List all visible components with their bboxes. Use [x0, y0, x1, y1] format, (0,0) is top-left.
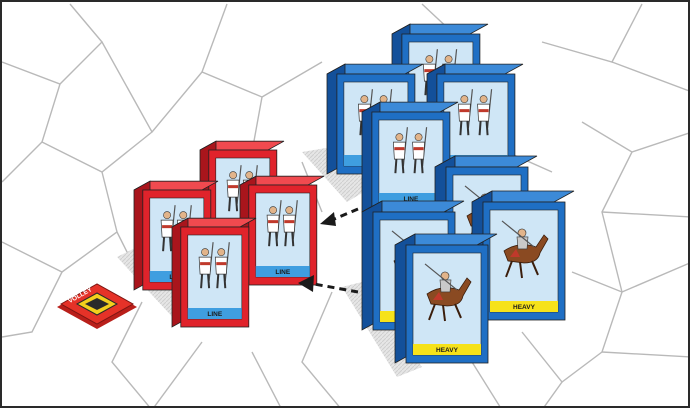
unit-label: LINE: [403, 196, 418, 203]
unit-sticker: [443, 81, 509, 167]
unit-label: LINE: [275, 269, 290, 276]
unit-red-3[interactable]: LINE: [239, 175, 325, 286]
cavalry-icon: [424, 263, 472, 322]
attack-arrow-lower: [298, 275, 359, 294]
unit-blue-cavalry-4[interactable]: HEAVY: [394, 233, 498, 364]
unit-blue-cavalry-3[interactable]: HEAVY: [471, 190, 575, 321]
unit-blue-infantry-4[interactable]: LINE: [361, 101, 459, 213]
unit-label: HEAVY: [436, 347, 459, 354]
infantry-icon: [198, 242, 230, 289]
unit-label-band: [413, 344, 481, 355]
unit-red-4[interactable]: LINE: [171, 217, 257, 328]
unit-label-band: [255, 266, 310, 277]
unit-sticker: [187, 234, 243, 320]
unit-label-band: [378, 193, 443, 204]
unit-label: HEAVY: [513, 304, 536, 311]
unit-sticker: [378, 119, 444, 205]
cavalry-icon: [501, 220, 549, 279]
attack-arrow-upper: [320, 207, 359, 226]
infantry-icon: [266, 200, 298, 247]
unit-sticker: [255, 192, 311, 278]
unit-label-band: [187, 308, 242, 319]
units-layer: LINELINELINELINELINELINELINELINEHEAVYHEA…: [133, 23, 575, 364]
infantry-icon: [393, 127, 428, 174]
volley-marker[interactable]: VOLLEY: [57, 283, 137, 329]
unit-label: LINE: [207, 311, 222, 318]
unit-label-band: [490, 301, 558, 312]
infantry-icon: [458, 89, 493, 136]
volley-marker-icon: [85, 298, 109, 310]
